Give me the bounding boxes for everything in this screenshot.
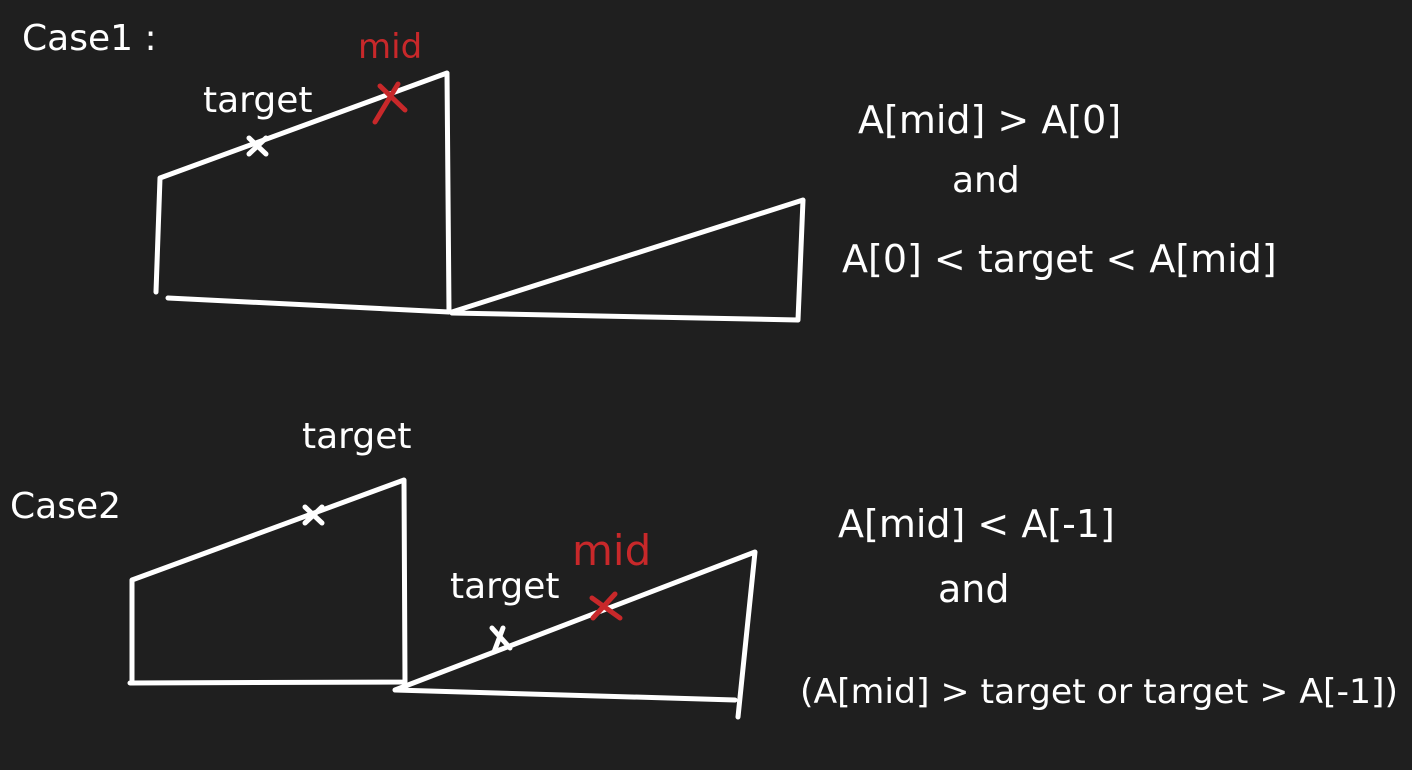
- case2-left-segment: [127, 477, 408, 686]
- case1-condition-and: and: [952, 160, 1020, 201]
- case2-mid-label: mid: [572, 526, 651, 575]
- case2-target-label-top: target: [302, 416, 411, 457]
- case2-mid-marker: [589, 591, 623, 621]
- case1-condition-line1: A[mid] > A[0]: [858, 98, 1121, 142]
- case1-target-marker: [246, 135, 269, 157]
- case1-right-segment: [449, 197, 806, 323]
- case2-target-marker-top: [302, 504, 325, 526]
- case2-condition-line2: (A[mid] > target or target > A[-1]): [800, 672, 1398, 712]
- case1-condition-line2: A[0] < target < A[mid]: [842, 237, 1277, 281]
- case2-condition-line1: A[mid] < A[-1]: [838, 502, 1115, 546]
- case2-target-marker-right: [489, 625, 513, 655]
- case1-left-segment: [153, 70, 452, 315]
- case1-target-label: target: [203, 80, 312, 121]
- case1-mid-marker: [372, 81, 408, 125]
- case2-target-label-right: target: [450, 566, 559, 607]
- case1-mid-label: mid: [358, 27, 422, 67]
- case2-title: Case2: [10, 486, 121, 527]
- case2-condition-and: and: [938, 567, 1010, 611]
- case2-right-segment: [392, 549, 758, 720]
- case1-title: Case1 :: [22, 18, 157, 59]
